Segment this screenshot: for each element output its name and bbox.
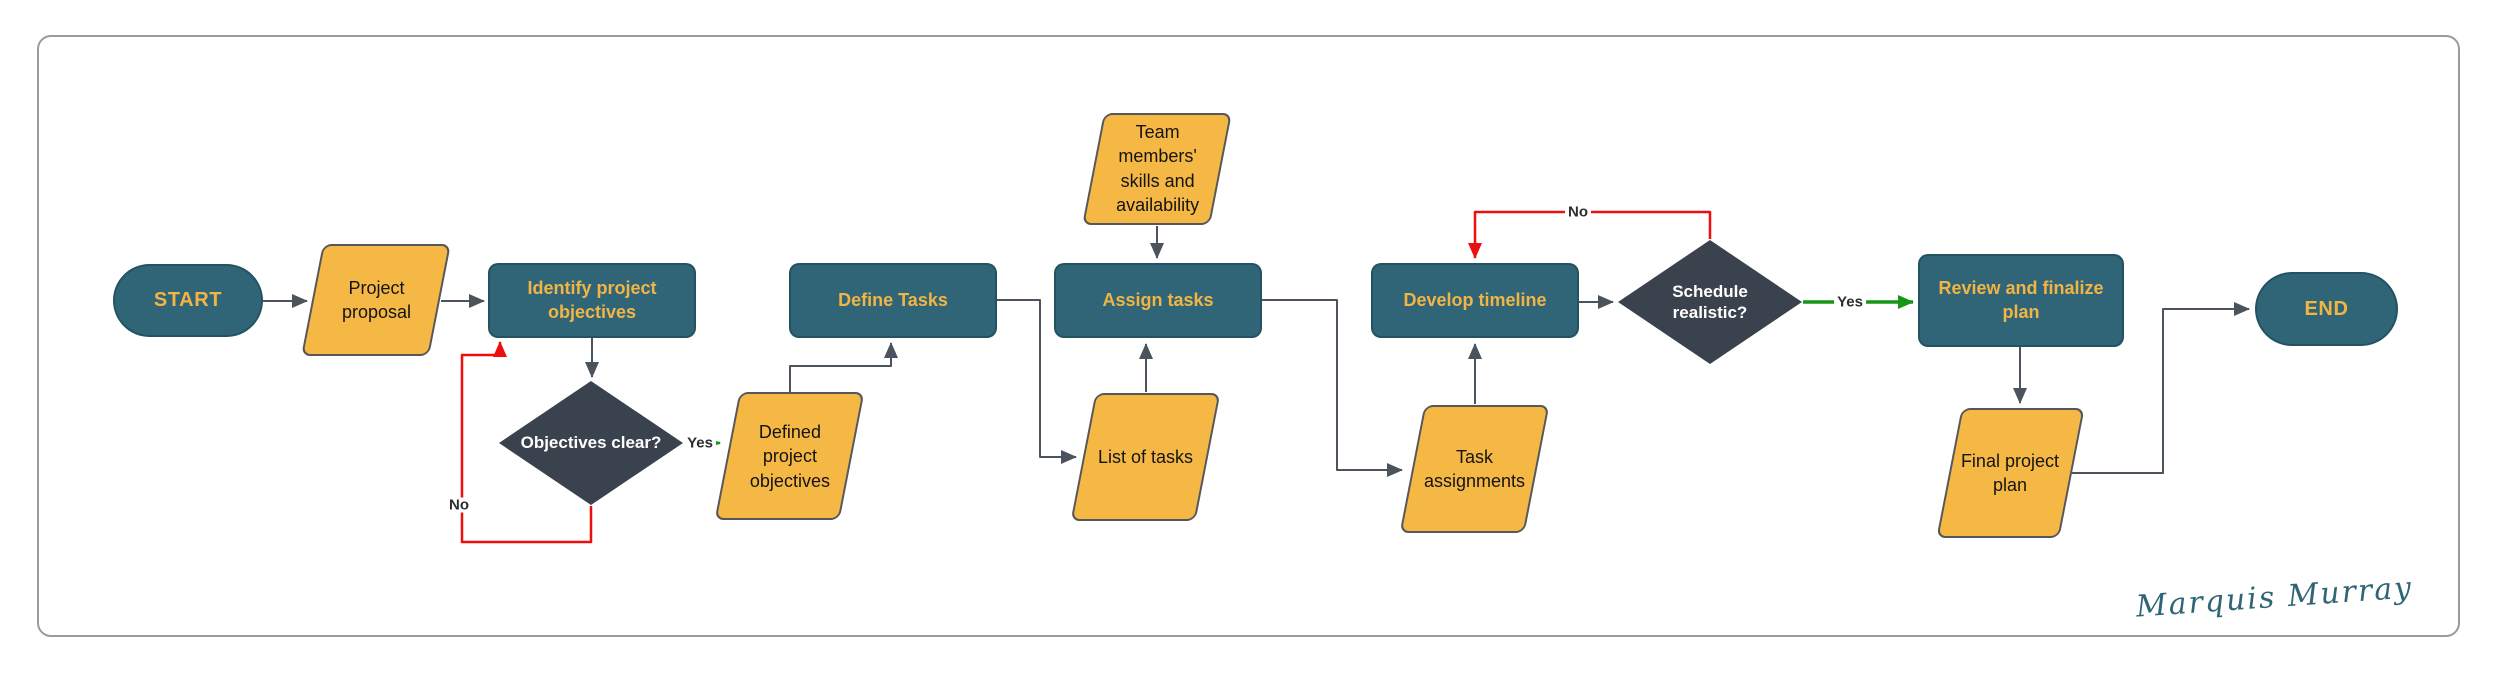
node-end: END <box>2255 272 2398 346</box>
node-list-of-tasks: List of tasks <box>1070 393 1221 521</box>
node-label-define-tasks: Define Tasks <box>838 289 948 310</box>
node-project-proposal: Project proposal <box>300 244 451 356</box>
node-label-start: START <box>153 289 223 312</box>
node-assign-tasks: Assign tasks <box>1054 263 1262 338</box>
node-label-final-plan: Final project plan <box>1960 450 2059 495</box>
node-label-schedule-realistic: Schedule realistic? <box>1672 281 1748 322</box>
edge-label-schedule-no: No <box>1565 204 1591 220</box>
node-label-list-of-tasks: List of tasks <box>1098 446 1194 467</box>
node-define-tasks: Define Tasks <box>789 263 997 338</box>
node-defined-objectives: Defined project objectives <box>714 392 865 520</box>
node-label-review-finalize: Review and finalize plan <box>1938 277 2104 322</box>
node-label-team-skills: Team members' skills and availability <box>1115 122 1199 216</box>
edge-label-objectives-clear-yes: Yes <box>684 435 716 451</box>
node-identify-objectives: Identify project objectives <box>488 263 696 338</box>
node-task-assignments: Task assignments <box>1399 405 1550 533</box>
node-start: START <box>113 264 263 337</box>
node-label-objectives-clear: Objectives clear? <box>520 433 662 453</box>
edge-label-objectives-clear-no: No <box>446 497 472 513</box>
node-review-finalize: Review and finalize plan <box>1918 254 2124 347</box>
node-label-identify-objectives: Identify project objectives <box>527 277 657 322</box>
node-label-develop-timeline: Develop timeline <box>1403 289 1547 310</box>
node-label-task-assignments: Task assignments <box>1424 446 1526 491</box>
node-label-end: END <box>2304 297 2349 320</box>
node-label-assign-tasks: Assign tasks <box>1102 289 1214 310</box>
node-develop-timeline: Develop timeline <box>1371 263 1579 338</box>
edge-label-schedule-yes: Yes <box>1834 294 1866 310</box>
node-final-plan: Final project plan <box>1935 408 2084 538</box>
node-label-project-proposal: Project proposal <box>341 277 411 322</box>
node-team-skills: Team members' skills and availability <box>1081 113 1232 225</box>
node-label-defined-objectives: Defined project objectives <box>749 421 831 491</box>
